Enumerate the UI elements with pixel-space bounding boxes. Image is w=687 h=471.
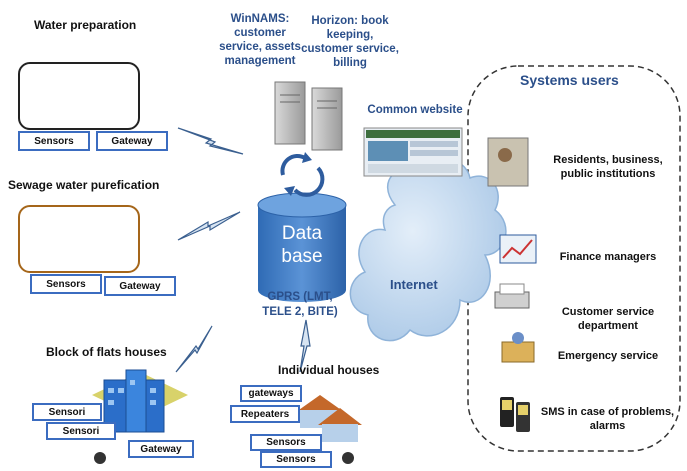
sewage-gateway-label: Gateway <box>104 276 176 296</box>
finance-label: Finance managers <box>559 251 657 263</box>
gprs-line2: TELE 2, BITE) <box>262 306 338 318</box>
printer-icon <box>494 283 530 309</box>
server-icon <box>274 81 343 151</box>
users-panel <box>467 65 681 452</box>
sewage-title: Sewage water purefication <box>8 178 160 192</box>
sewage-group <box>18 205 140 273</box>
emergency-label: Emergency service <box>557 350 659 362</box>
users-title: Systems users <box>520 72 619 88</box>
internet-label: Internet <box>390 277 438 292</box>
database-line2: base <box>281 246 323 267</box>
database-cylinder <box>257 192 347 302</box>
gprs-label: GPRS (LMT, TELE 2, BITE) <box>250 290 350 320</box>
horizon-label: Horizon: book keeping, customer service,… <box>301 15 399 69</box>
winnams-label: WinNAMS: customer service, assets manage… <box>219 13 301 67</box>
water-prep-title: Water preparation <box>34 18 137 32</box>
gprs-line1: GPRS (LMT, <box>267 291 333 303</box>
individual-repeaters: Repeaters <box>230 405 300 423</box>
individual-title: Individual houses <box>278 363 380 377</box>
customer-service-label: Customer service department <box>561 306 655 332</box>
emergency-icon <box>501 332 535 363</box>
houses-icon <box>296 395 362 464</box>
sms-label: SMS in case of problems, alarms <box>540 406 675 432</box>
residents-label: Residents, business, public institutions <box>553 154 663 180</box>
mobile-phones-icon <box>500 397 530 432</box>
database-line1: Data <box>281 223 323 244</box>
website-thumbnail <box>363 127 463 177</box>
sync-arrows-icon <box>280 153 325 197</box>
individual-sensors-2: Sensors <box>260 451 332 468</box>
finance-chart-icon <box>499 234 537 264</box>
water-sensors-label: Sensors <box>18 131 90 151</box>
resident-icon <box>487 137 529 187</box>
individual-sensors-1: Sensors <box>250 434 322 451</box>
flats-sensori-1: Sensori <box>32 403 102 421</box>
flats-gateway: Gateway <box>128 440 194 458</box>
internet-cloud <box>349 157 507 342</box>
flats-sensori-2: Sensori <box>46 422 116 440</box>
sewage-sensors-label: Sensors <box>30 274 102 294</box>
wireless-link-icons <box>175 127 311 373</box>
water-gateway-label: Gateway <box>96 131 168 151</box>
individual-gateways: gateways <box>240 385 302 402</box>
water-prep-group <box>18 62 140 130</box>
database-label: Data base <box>258 222 346 268</box>
flats-title: Block of flats houses <box>46 345 167 359</box>
website-label: Common website <box>367 104 463 116</box>
